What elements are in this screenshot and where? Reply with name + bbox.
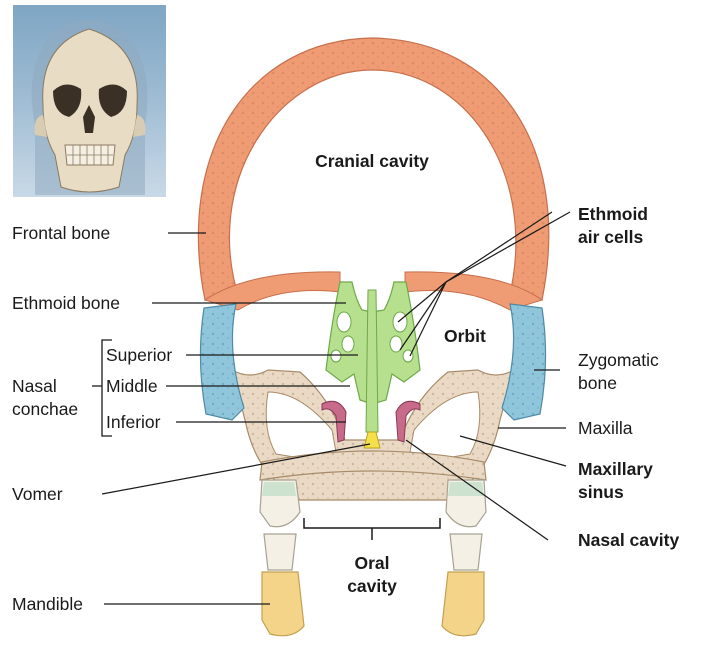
- label-ethmoid-air-cells-2: air cells: [578, 226, 643, 248]
- label-inferior: Inferior: [106, 411, 160, 433]
- label-nasal-1: Nasal: [12, 375, 57, 397]
- label-mandible: Mandible: [12, 593, 83, 615]
- label-oral-2: cavity: [332, 575, 412, 597]
- label-zygomatic-2: bone: [578, 372, 617, 394]
- label-orbit: Orbit: [444, 325, 486, 347]
- label-maxillary-1: Maxillary: [578, 458, 653, 480]
- label-zygomatic-1: Zygomatic: [578, 349, 659, 371]
- label-oral-1: Oral: [332, 552, 412, 574]
- label-vomer: Vomer: [12, 483, 63, 505]
- label-nasal-cavity: Nasal cavity: [578, 529, 679, 551]
- label-middle: Middle: [106, 375, 158, 397]
- label-nasal-2: conchae: [12, 398, 78, 420]
- label-maxillary-2: sinus: [578, 481, 624, 503]
- label-frontal-bone: Frontal bone: [12, 222, 110, 244]
- label-ethmoid-air-cells-1: Ethmoid: [578, 203, 648, 225]
- label-cranial-cavity: Cranial cavity: [302, 150, 442, 172]
- label-maxilla: Maxilla: [578, 417, 632, 439]
- label-ethmoid-bone: Ethmoid bone: [12, 292, 120, 314]
- label-superior: Superior: [106, 344, 172, 366]
- vomer: [364, 432, 380, 448]
